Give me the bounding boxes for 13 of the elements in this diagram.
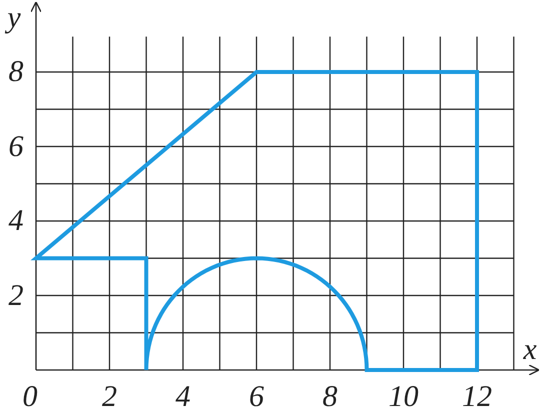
- tick-label: 0: [22, 382, 38, 412]
- tick-label: 8: [8, 57, 24, 87]
- tick-label: 4: [176, 382, 190, 412]
- tick-label: 2: [102, 382, 117, 412]
- tick-label: 8: [322, 382, 338, 412]
- tick-label: 6: [249, 382, 264, 412]
- tick-label: 4: [8, 206, 24, 236]
- tick-label: 2: [8, 280, 24, 310]
- axis-label: y: [7, 3, 21, 33]
- tick-label: 10: [388, 382, 418, 412]
- tick-label: 12: [462, 382, 492, 412]
- axis-label: x: [523, 335, 537, 365]
- tick-label: 6: [8, 132, 24, 162]
